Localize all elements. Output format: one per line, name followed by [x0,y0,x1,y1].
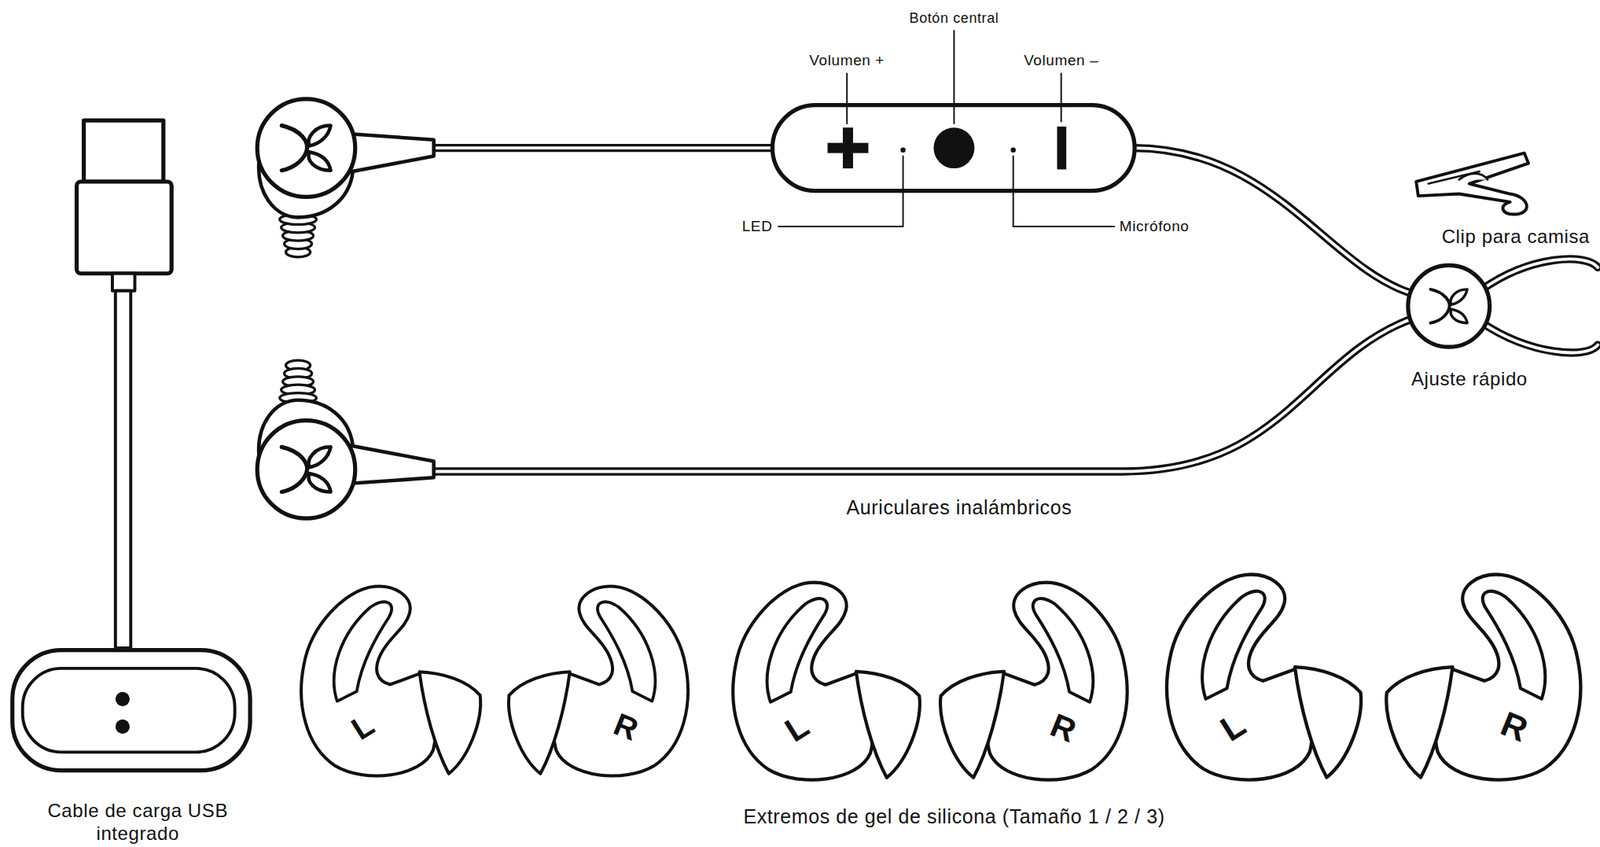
part-label: Clip para camisa [1441,225,1590,249]
leader-line [778,30,1115,227]
side-letter: L [777,706,816,751]
usb-neck [112,273,136,291]
usb-body [77,181,173,274]
brand-logo [281,446,331,492]
part-label: Cable de carga USB integrado [39,799,236,846]
side-letter: L [1213,702,1254,750]
silicone-tip [1386,574,1581,780]
charging-dock [12,650,251,771]
part-label: Auriculares inalámbricos [846,495,1073,519]
brand-logo [1430,289,1468,324]
usb-plug [84,120,164,182]
side-letter: L [344,705,381,748]
side-letter: R [609,704,645,748]
earbud [257,99,434,258]
part-label: Volumen – [1023,51,1099,70]
part-label: Micrófono [1119,217,1190,236]
earbud [257,360,434,519]
part-label: Ajuste rápido [1411,367,1528,391]
silicone-tip [940,582,1127,780]
charging-pin [115,719,130,734]
charging-dock-inner [22,668,236,752]
silicone-tip [1166,574,1361,780]
volume-up-symbol [842,127,854,169]
silicone-tip [301,586,481,777]
mic-dot [1010,147,1016,153]
charging-pin [115,691,130,707]
cable [434,147,1599,471]
silicone-tip [508,586,688,777]
usb-cable [115,290,131,648]
shirt-clip [1416,153,1529,215]
silicone-tip [732,582,920,780]
center-button [933,127,975,169]
led-dot [900,147,905,153]
part-label: LED [742,217,773,236]
part-label: Volumen + [809,51,885,70]
volume-down-symbol [1056,126,1067,170]
part-label: Extremos de gel de silicona (Tamaño 1 / … [742,804,1165,828]
side-letter: R [1494,702,1534,751]
brand-logo [281,125,331,171]
part-label: Botón central [909,10,1000,28]
quick-fit-slider [1408,264,1490,347]
side-letter: R [1044,706,1082,752]
